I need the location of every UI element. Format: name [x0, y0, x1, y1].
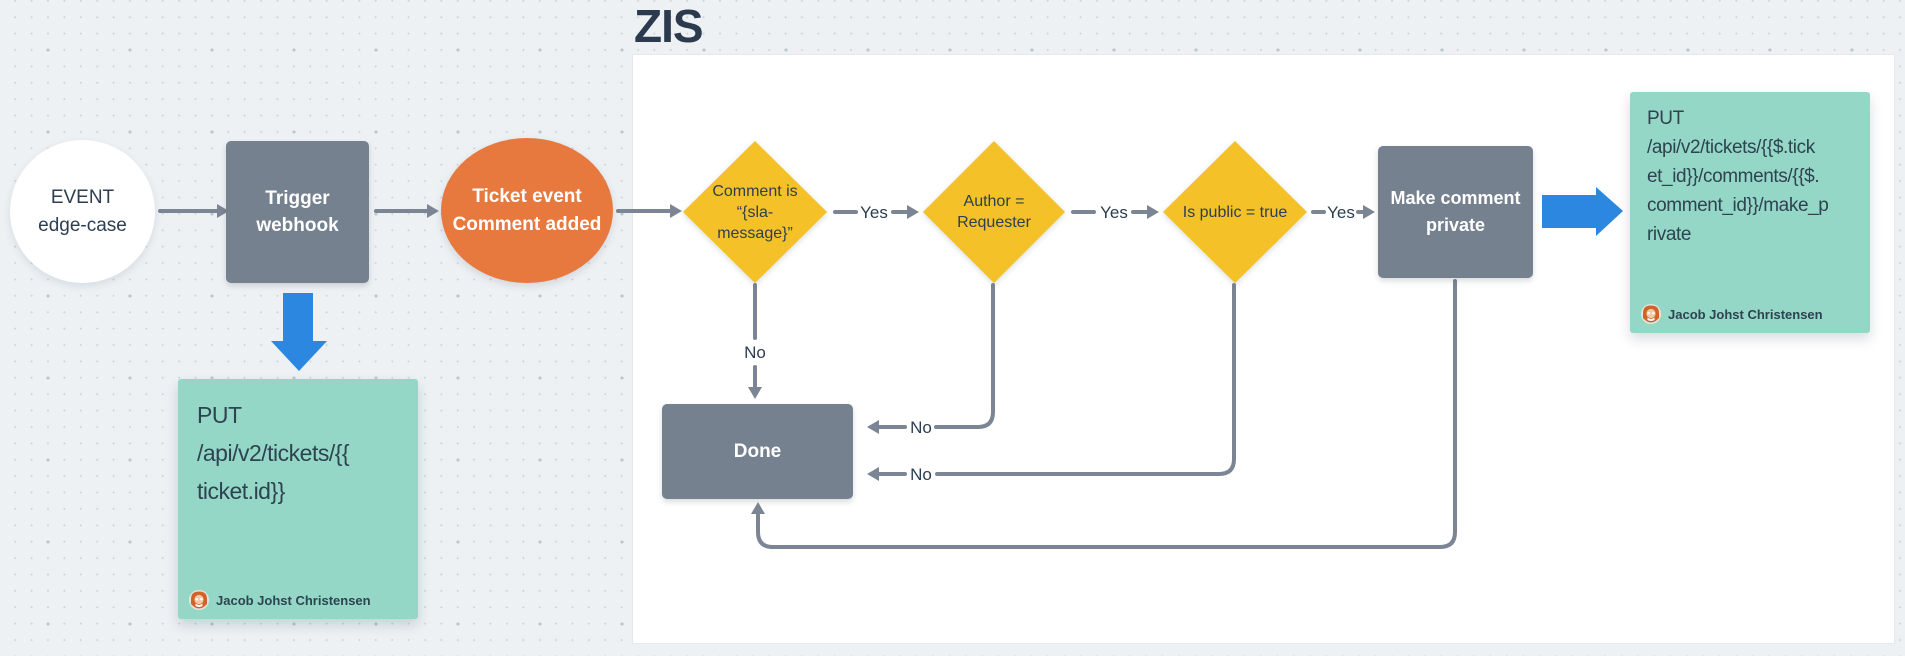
author-avatar — [189, 590, 209, 610]
decision-is-public-true[interactable]: Is public = true — [1163, 141, 1307, 283]
edge-label-no-1[interactable]: No — [744, 343, 766, 362]
node-ticket-event-label: Ticket event Comment added — [452, 185, 602, 235]
connector-make-private-to-done[interactable] — [751, 279, 1457, 549]
author-name: Jacob Johst Christensen — [1668, 306, 1823, 322]
node-done-label: Done — [733, 441, 782, 462]
edge-label-yes-3[interactable]: Yes — [1327, 203, 1355, 222]
connector-yes-3[interactable] — [1311, 205, 1375, 219]
node-make-private-label: Make comment private — [1390, 188, 1521, 235]
diamond-shape — [1163, 141, 1307, 283]
decision-author-label: Author = Requester — [957, 193, 1031, 231]
connector-no-1[interactable] — [748, 283, 762, 399]
decision-comment-is-sla-message[interactable]: Comment is “{sla- message}” — [683, 141, 827, 283]
diamond-shape — [683, 141, 827, 283]
decision-public-label: Is public = true — [1182, 203, 1288, 221]
sticky-right-text: PUT /api/v2/tickets/{{$.tick et_id}}/com… — [1647, 108, 1829, 245]
blue-arrow-right[interactable] — [1542, 187, 1623, 236]
decision-author-equals-requester[interactable]: Author = Requester — [923, 141, 1065, 283]
edge-label-no-3[interactable]: No — [910, 465, 932, 484]
node-trigger-label: Trigger webhook — [256, 188, 339, 236]
author-name: Jacob Johst Christensen — [216, 592, 371, 608]
connector-trigger-to-ticket-event[interactable] — [374, 204, 439, 218]
node-event-label: EVENT edge-case — [38, 186, 127, 236]
sticky-note-put-make-private[interactable]: PUT /api/v2/tickets/{{$.tick et_id}}/com… — [1630, 92, 1870, 333]
sticky-note-put-ticket[interactable]: PUT /api/v2/tickets/{{ ticket.id}} Jacob… — [178, 379, 418, 619]
blue-arrow-down[interactable] — [271, 293, 327, 371]
node-make-comment-private[interactable]: Make comment private — [1378, 146, 1533, 278]
author-avatar — [1641, 304, 1661, 324]
node-event-edge-case[interactable]: EVENT edge-case — [10, 140, 155, 283]
connector-ticket-event-to-decision1[interactable] — [616, 204, 682, 218]
connector-event-to-trigger[interactable] — [158, 204, 229, 218]
frame-title[interactable]: ZIS — [634, 0, 704, 52]
connector-no-2[interactable] — [867, 283, 995, 434]
diamond-shape — [923, 141, 1065, 283]
sticky-left-text: PUT /api/v2/tickets/{{ ticket.id}} — [197, 402, 350, 504]
node-ticket-event[interactable]: Ticket event Comment added — [441, 138, 613, 283]
connector-no-3[interactable] — [867, 283, 1236, 481]
edge-label-no-2[interactable]: No — [910, 418, 932, 437]
connector-yes-2[interactable] — [1071, 205, 1159, 219]
node-trigger-webhook[interactable]: Trigger webhook — [226, 141, 369, 283]
edge-label-yes-2[interactable]: Yes — [1100, 203, 1128, 222]
decision-comment-label: Comment is “{sla- message}” — [712, 182, 798, 242]
node-done[interactable]: Done — [662, 404, 853, 499]
connector-yes-1[interactable] — [833, 205, 919, 219]
edge-label-yes-1[interactable]: Yes — [860, 203, 888, 222]
